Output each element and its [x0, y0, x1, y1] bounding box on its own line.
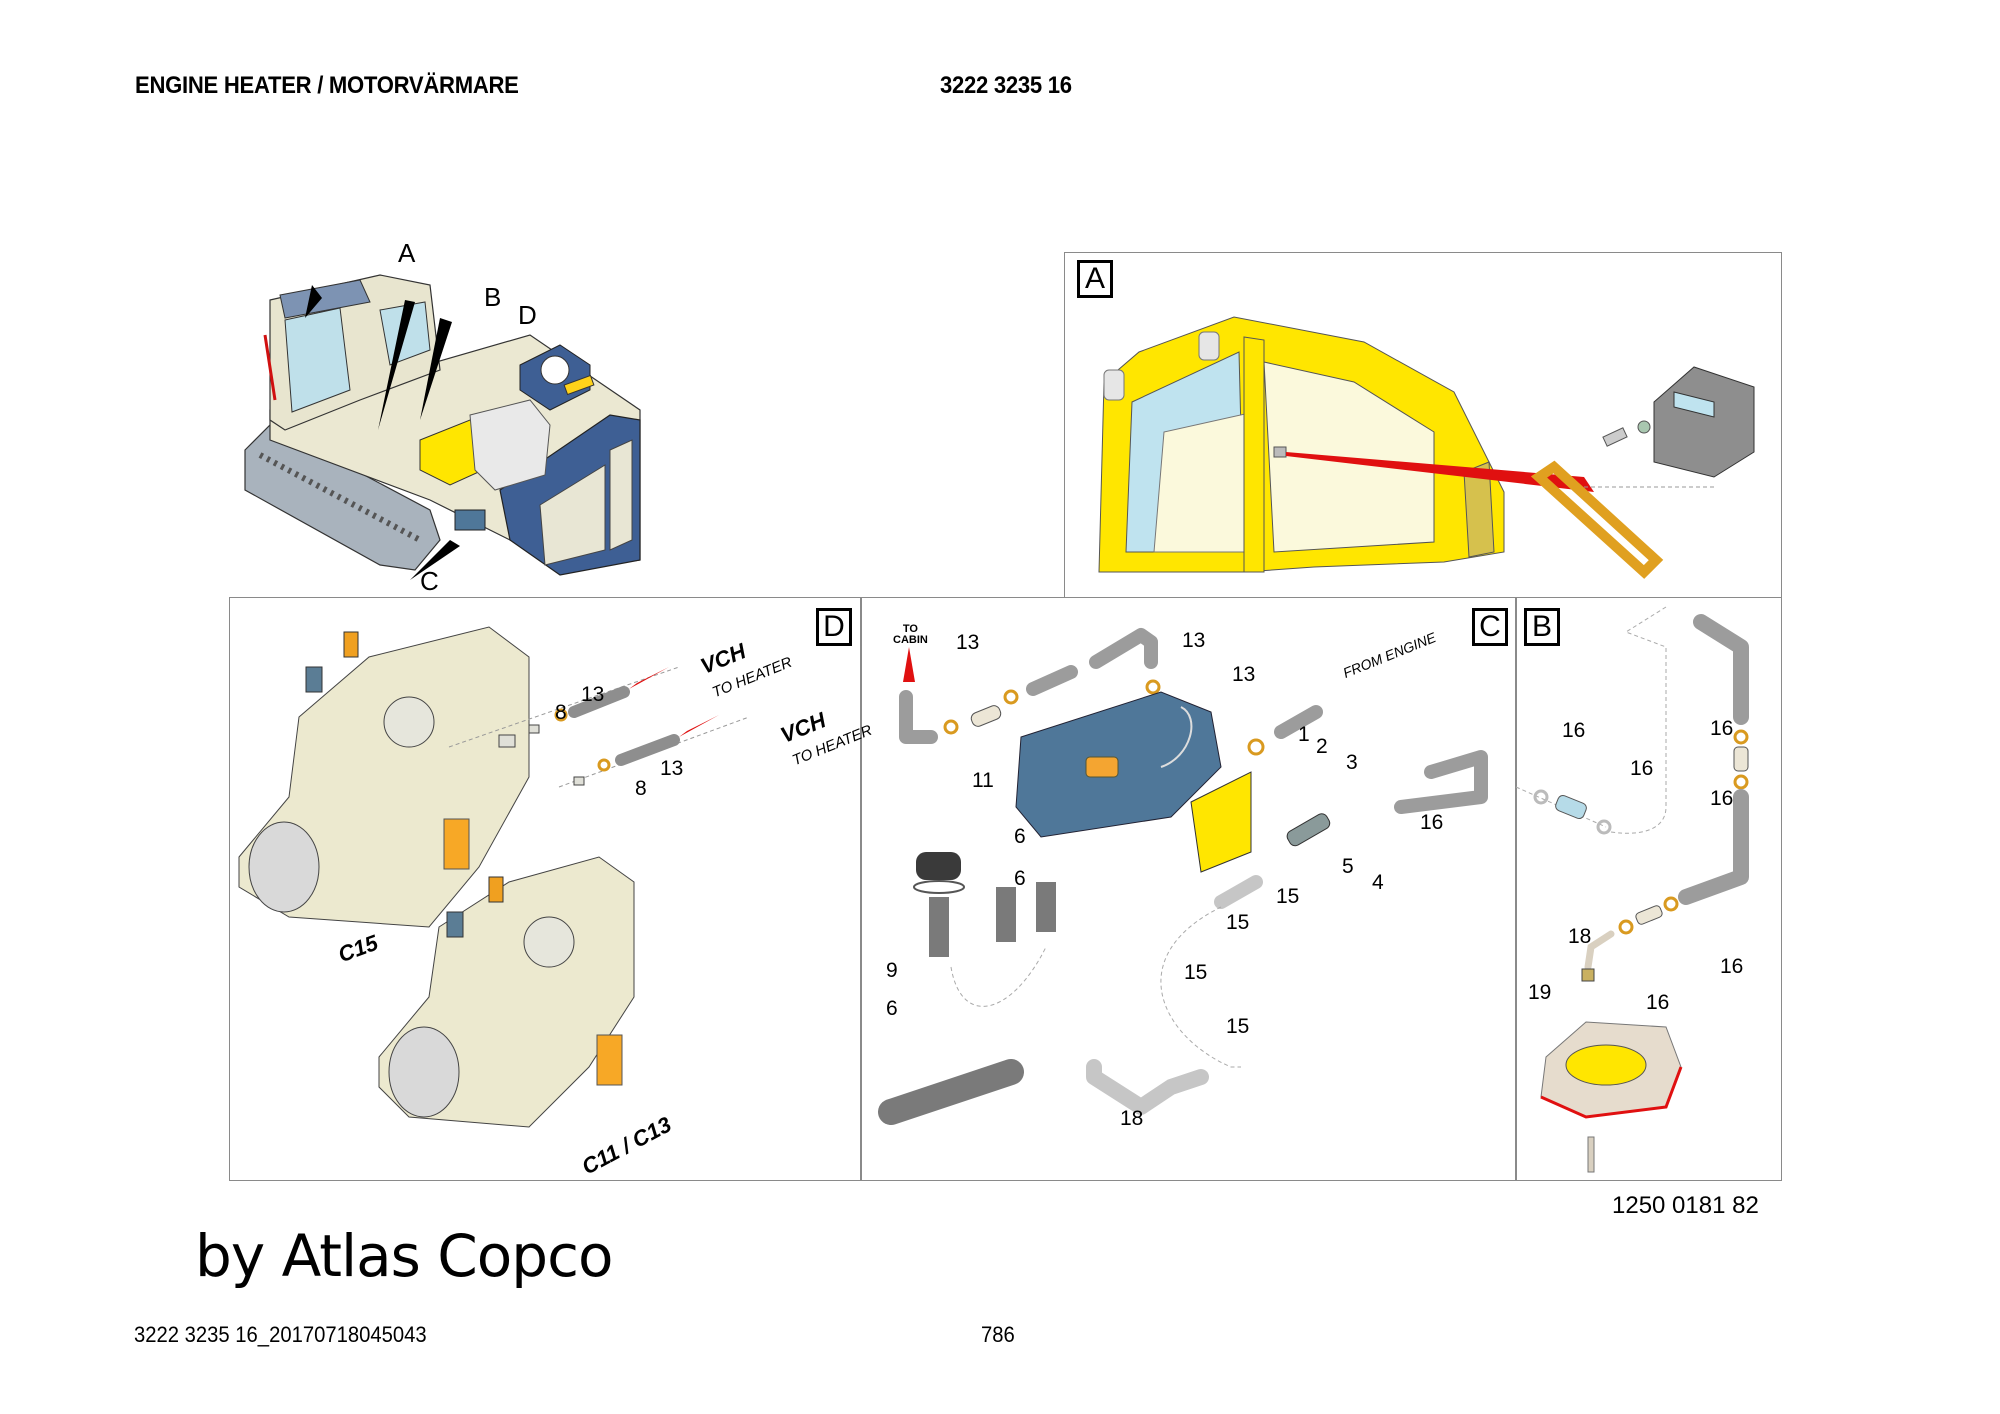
pointer-label-c: C	[420, 566, 439, 596]
page-title: ENGINE HEATER / MOTORVÄRMARE	[135, 72, 519, 99]
callout-b-18: 18	[1568, 925, 1592, 948]
callout-b-16a: 16	[1562, 719, 1586, 742]
panel-b-label: B	[1524, 608, 1560, 646]
callout-b-16c: 16	[1710, 717, 1734, 740]
callout-c-2: 2	[1316, 735, 1328, 758]
callout-c-13c: 13	[1232, 663, 1256, 686]
callout-c-6c: 6	[886, 997, 898, 1020]
mounting-bracket	[1190, 771, 1252, 873]
callout-c-15d: 15	[1226, 1015, 1250, 1038]
heater-assembly-illustration	[878, 628, 1488, 1125]
red-pointer	[1286, 452, 1594, 492]
tank-connection-illustration	[1515, 606, 1749, 1173]
callout-c-15a: 15	[1276, 885, 1300, 908]
pointer-c	[410, 540, 460, 580]
pointer-b	[378, 300, 415, 430]
callout-b-16d: 16	[1710, 787, 1734, 810]
pointer-d	[420, 318, 452, 420]
document-number: 3222 3235 16	[940, 72, 1072, 99]
callout-c-6a: 6	[1014, 825, 1026, 848]
callout-d-8-upper: 8	[555, 701, 567, 724]
callout-c-15b: 15	[1226, 911, 1250, 934]
callout-c-1: 1	[1298, 723, 1310, 746]
panel-c-label: C	[1472, 608, 1508, 646]
callout-d-8-lower: 8	[635, 777, 647, 800]
callout-b-16f: 16	[1646, 991, 1670, 1014]
callout-c-13b: 13	[1182, 629, 1206, 652]
callout-c-16: 16	[1420, 811, 1444, 834]
pointer-label-b: B	[484, 282, 502, 312]
callout-c-18: 18	[1120, 1107, 1144, 1130]
to-cabin-line1: TO	[902, 623, 918, 635]
pointer-label-d: D	[518, 300, 537, 330]
callout-c-11: 11	[972, 769, 994, 792]
callout-c-3: 3	[1346, 751, 1358, 774]
callout-c-4: 4	[1372, 871, 1384, 894]
footer-document-id: 3222 3235 16_20170718045043	[134, 1322, 427, 1347]
excavator-overview-illustration	[244, 274, 641, 580]
heater-control-unit	[1653, 366, 1755, 478]
engine-connections-illustration	[238, 626, 750, 1128]
callout-d-13-lower: 13	[660, 757, 684, 780]
callout-b-19: 19	[1528, 981, 1552, 1004]
cab-heater-control-illustration	[1098, 316, 1755, 579]
brand-watermark: by Atlas Copco	[195, 1222, 613, 1290]
callout-b-16e: 16	[1720, 955, 1744, 978]
divider-d-c	[860, 597, 862, 1181]
callout-c-13a: 13	[956, 631, 980, 654]
panel-d-label: D	[816, 608, 852, 646]
callout-c-6b: 6	[1014, 867, 1026, 890]
panel-a-label: A	[1077, 260, 1113, 298]
engine-c11-c13	[378, 856, 635, 1128]
to-cabin-line2: CABIN	[893, 634, 928, 646]
divider-c-b	[1515, 597, 1517, 1181]
callout-c-15c: 15	[1184, 961, 1208, 984]
callout-c-9: 9	[886, 959, 898, 982]
callout-d-13-upper: 13	[581, 683, 605, 706]
gasket	[1530, 460, 1664, 579]
illustration-number: 1250 0181 82	[1612, 1192, 1759, 1219]
to-cabin-arrow	[903, 647, 915, 682]
footer-page-number: 786	[981, 1322, 1015, 1347]
callout-b-16b: 16	[1630, 757, 1654, 780]
engine-c15	[238, 626, 530, 928]
pointer-label-a: A	[398, 238, 416, 268]
pointer-a	[305, 285, 322, 318]
engine	[469, 399, 551, 491]
callout-c-5: 5	[1342, 855, 1354, 878]
